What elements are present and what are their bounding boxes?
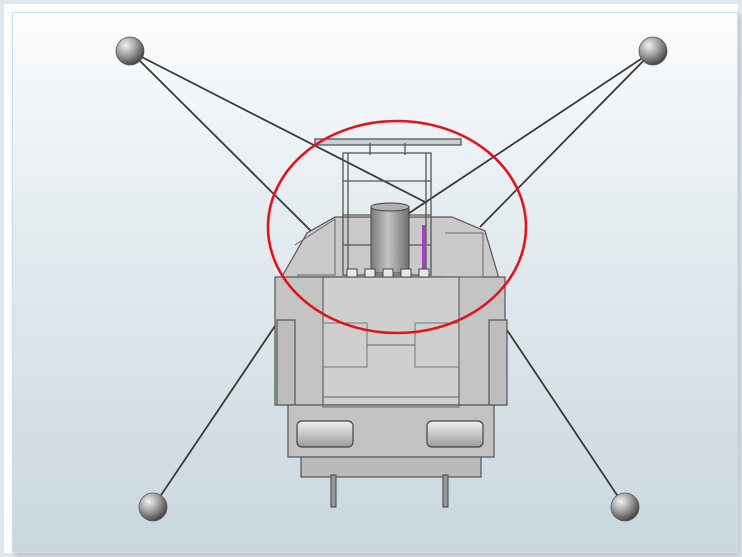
top-antenna-bar: [314, 138, 462, 146]
left-leg: [330, 474, 337, 508]
legs: [330, 474, 449, 508]
cylinder-top: [370, 202, 410, 212]
chassis: [300, 456, 482, 478]
right-vent: [445, 232, 484, 278]
hood-details: [294, 218, 484, 408]
anchor-top-left: [115, 36, 145, 66]
left-headlamp: [296, 420, 354, 448]
base-clamps: [346, 268, 430, 278]
cable-bottom-left: [152, 322, 278, 508]
anchor-bottom-left: [138, 492, 168, 522]
vehicle-diagram: [115, 36, 668, 522]
right-side-panel: [488, 319, 508, 406]
right-headlamp: [426, 420, 484, 448]
right-leg: [442, 474, 449, 508]
left-side-panel: [276, 319, 296, 406]
left-vent: [294, 218, 336, 276]
cable-bottom-right: [504, 326, 626, 508]
center-block: [322, 276, 460, 406]
cable-top-right-a: [479, 50, 654, 228]
grille: [322, 396, 460, 408]
cable-top-left-b: [129, 50, 428, 204]
anchor-bottom-right: [610, 492, 640, 522]
highlight-circle: [266, 119, 528, 335]
cable-top-left-a: [129, 50, 318, 238]
accent-bar: [422, 225, 426, 273]
anchor-top-right: [638, 36, 668, 66]
anchor-spheres: [115, 36, 668, 522]
cylinder-tank: [370, 206, 410, 274]
diagram-canvas: [12, 12, 738, 553]
